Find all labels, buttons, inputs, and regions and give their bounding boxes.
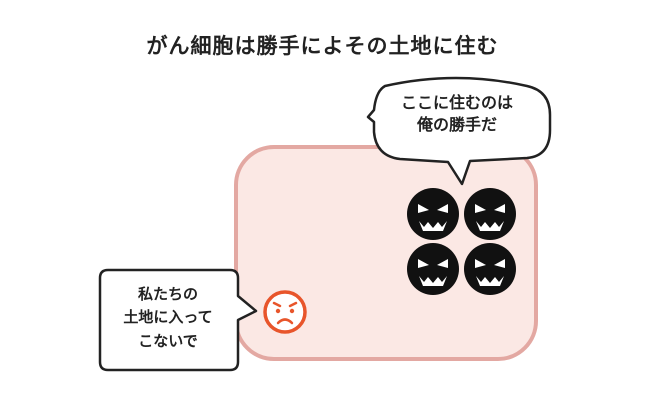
cancer-speech-text: ここに住むのは 俺の勝手だ bbox=[372, 92, 542, 135]
cancer-speech-line: 俺の勝手だ bbox=[416, 114, 497, 134]
normal-speech-line: 土地に入って bbox=[123, 308, 213, 327]
angry-face-icon bbox=[407, 188, 459, 240]
normal-speech-line: こないで bbox=[138, 331, 198, 350]
diagram-title: がん細胞は勝手によその土地に住む bbox=[146, 34, 499, 58]
angry-face-icon bbox=[464, 188, 516, 240]
cancer-cell-group bbox=[407, 188, 516, 295]
angry-face-icon bbox=[407, 243, 459, 295]
cancer-speech-line: ここに住むのは bbox=[400, 93, 513, 112]
cancer-speech-bubble bbox=[366, 76, 552, 186]
angry-face-icon bbox=[464, 243, 516, 295]
normal-speech-text: 私たちの 土地に入って こないで bbox=[100, 283, 236, 353]
sad-face-icon bbox=[263, 290, 307, 334]
normal-speech-bubble bbox=[98, 268, 258, 372]
normal-speech-line: 私たちの bbox=[137, 285, 198, 303]
